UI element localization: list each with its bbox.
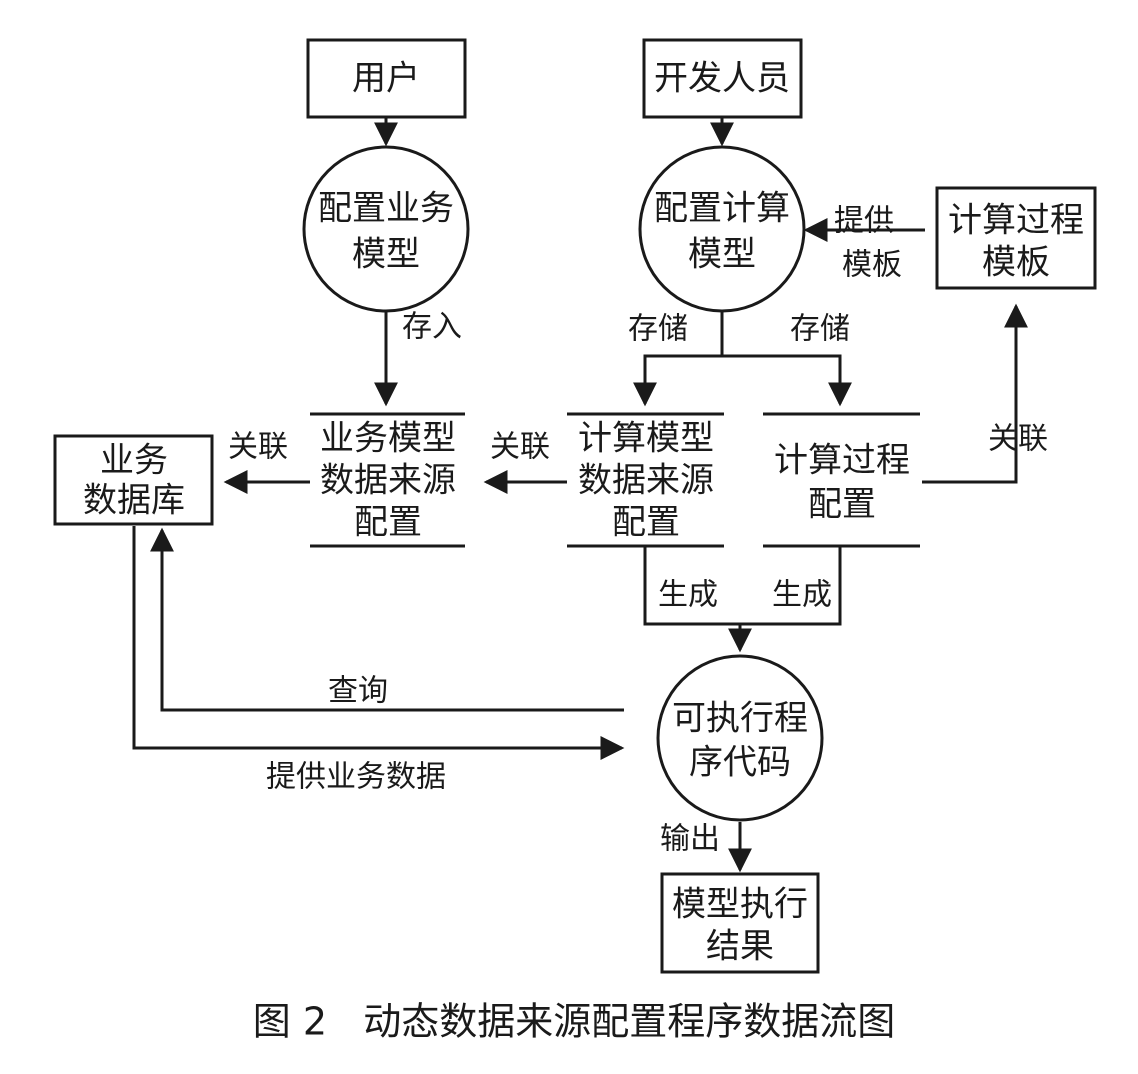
entity-model-result: 模型执行 结果 (660, 872, 820, 974)
business-db-label-line1: 业务 (100, 441, 168, 481)
figure-caption: 图 2 动态数据来源配置程序数据流图 (253, 1000, 896, 1044)
arrow-store-left (633, 312, 724, 407)
entity-developer: 开发人员 (642, 38, 803, 119)
model-result-label-line1: 模型执行 (672, 885, 808, 925)
edge-label-store-left: 存储 (628, 312, 688, 347)
business-ds-label-line2: 数据来源 (320, 461, 456, 501)
config-compute-label-line1: 配置计算 (654, 189, 790, 229)
entity-developer-label: 开发人员 (654, 59, 790, 99)
config-business-label-line2: 模型 (352, 235, 420, 275)
compute-ds-label-line2: 数据来源 (578, 461, 714, 501)
arrow-provide-business-data (132, 526, 625, 760)
edge-labels: 存入 存储 存储 提供 模板 关联 关联 关联 生成 生成 查询 提供业务数据 … (228, 204, 1048, 857)
entity-compute-process-template: 计算过程 模板 (935, 186, 1097, 290)
process-config-label-line2: 配置 (808, 485, 876, 525)
edge-label-output: 输出 (660, 822, 720, 857)
executable-code-label-line2: 序代码 (689, 743, 791, 783)
business-db-label-line2: 数据库 (83, 481, 185, 521)
arrow-query (150, 527, 624, 712)
business-ds-label-line1: 业务模型 (320, 419, 456, 459)
entity-user-label: 用户 (352, 59, 420, 99)
config-compute-label-line2: 模型 (688, 235, 756, 275)
edge-label-provide-template-line2: 模板 (842, 248, 902, 283)
compute-ds-label-line3: 配置 (612, 503, 680, 543)
edge-label-query: 查询 (328, 674, 388, 709)
executable-code-label-line1: 可执行程 (672, 699, 808, 739)
edge-label-save-in: 存入 (402, 310, 462, 345)
process-config-business-model: 配置业务 模型 (302, 145, 470, 313)
edge-label-relate-compute: 关联 (490, 430, 550, 465)
arrow-store-right (722, 354, 852, 407)
business-ds-label-line3: 配置 (354, 503, 422, 543)
store-compute-process-config: 计算过程 配置 (763, 412, 920, 548)
edge-label-generate-left: 生成 (658, 578, 718, 613)
process-config-compute-model: 配置计算 模型 (638, 145, 806, 313)
generate-bracket (643, 546, 842, 626)
store-business-model-ds-config: 业务模型 数据来源 配置 (310, 412, 465, 548)
entity-user: 用户 (306, 38, 467, 119)
edge-label-relate-template: 关联 (988, 422, 1048, 457)
store-compute-model-ds-config: 计算模型 数据来源 配置 (567, 412, 724, 548)
template-label-line2: 模板 (982, 243, 1050, 283)
process-executable-code: 可执行程 序代码 (656, 654, 824, 822)
model-result-label-line2: 结果 (706, 927, 774, 967)
edge-label-provide-business-data: 提供业务数据 (266, 760, 446, 795)
edge-label-relate-business: 关联 (228, 430, 288, 465)
edge-label-provide-template-line1: 提供 (834, 204, 894, 239)
connectors (132, 118, 1028, 873)
entity-business-db: 业务 数据库 (53, 434, 214, 526)
process-config-label-line1: 计算过程 (774, 441, 910, 481)
template-label-line1: 计算过程 (948, 201, 1084, 241)
edge-label-generate-right: 生成 (772, 578, 832, 613)
config-business-label-line1: 配置业务 (318, 189, 454, 229)
edge-label-store-right: 存储 (790, 312, 850, 347)
arrow-relate-template (922, 303, 1028, 484)
compute-ds-label-line1: 计算模型 (578, 419, 714, 459)
